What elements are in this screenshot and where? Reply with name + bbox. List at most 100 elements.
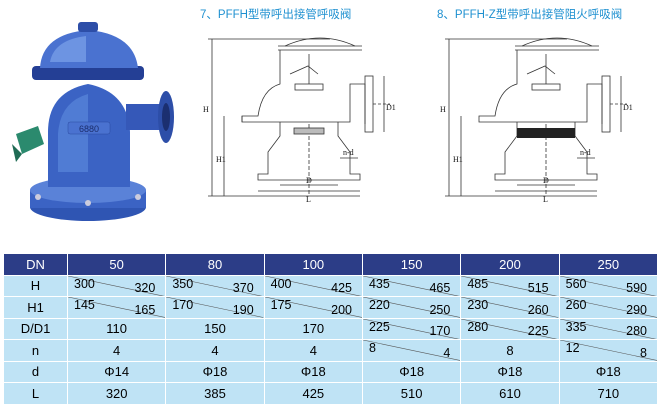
- caption-pffh-z: 8、PFFH-Z型带呼出接管阻火呼吸阀: [437, 9, 623, 21]
- cell-value: 8: [506, 342, 514, 358]
- cell-value-bottom: 190: [232, 302, 254, 317]
- cell-value-bottom: 8: [640, 345, 647, 360]
- cell-value: 150: [204, 321, 226, 337]
- table-cell: 320: [66, 382, 167, 405]
- diagonal-divider: [68, 297, 165, 318]
- diagonal-divider: [560, 340, 657, 361]
- diagonal-divider: [68, 276, 165, 297]
- row-label: D/D1: [3, 317, 68, 340]
- table-cell: Φ18: [165, 360, 265, 383]
- cell-value-top: 260: [565, 298, 587, 312]
- cell-value: Φ18: [202, 364, 228, 380]
- table-cell: Φ18: [460, 360, 560, 383]
- table-row: L 320 385 425 510 610 710: [3, 382, 659, 405]
- cell-value-bottom: 515: [527, 281, 549, 295]
- cell-value-top: 335: [565, 319, 587, 334]
- cell-value-bottom: 320: [134, 281, 156, 295]
- table-cell: 12 8: [558, 339, 659, 362]
- cell-value-bottom: 4: [443, 345, 451, 360]
- table-cell: 175 200: [263, 296, 363, 319]
- cell-value-top: 350: [172, 276, 194, 291]
- cell-value-top: 220: [368, 298, 390, 312]
- split-cell: 175 200: [265, 297, 362, 318]
- header-size: 50: [66, 253, 167, 276]
- table-cell: 425: [263, 382, 363, 405]
- cell-value: Φ18: [399, 364, 425, 380]
- table-cell: 300 320: [66, 274, 167, 297]
- label-h: H: [440, 105, 446, 114]
- table-cell: Φ18: [558, 360, 659, 383]
- cell-value-top: 175: [270, 298, 292, 312]
- cell-value: 320: [105, 385, 128, 401]
- diagonal-divider: [461, 319, 558, 340]
- table-cell: Φ18: [361, 360, 462, 383]
- cell-value: 385: [204, 385, 226, 401]
- table-cell: 170 190: [165, 296, 265, 319]
- table-cell: 170: [263, 317, 363, 340]
- diagonal-divider: [265, 297, 362, 318]
- diagonal-divider: [560, 319, 657, 340]
- cell-value-top: 560: [565, 276, 587, 291]
- table-cell: 385: [165, 382, 265, 405]
- cell-value-bottom: 370: [232, 281, 254, 295]
- drawing-pffh-z: H H1 D1 n-d D L: [440, 37, 633, 204]
- table-cell: 610: [460, 382, 560, 405]
- table-cell: 710: [558, 382, 659, 405]
- label-nd: n-d: [343, 148, 354, 157]
- cell-value-top: 12: [565, 341, 580, 355]
- cell-value-bottom: 200: [331, 302, 352, 317]
- cell-value-bottom: 225: [527, 324, 549, 338]
- cell-value: 4: [113, 342, 121, 358]
- label-d: D: [306, 176, 312, 185]
- cell-value-bottom: 260: [527, 302, 549, 317]
- cell-value-top: 170: [172, 298, 194, 312]
- table-cell: 8: [460, 339, 560, 362]
- row-label: L: [3, 382, 68, 405]
- header-size: 200: [460, 253, 560, 276]
- cell-value: 110: [106, 321, 128, 337]
- table-cell: Φ18: [263, 360, 363, 383]
- label-h1: H1: [453, 155, 463, 164]
- drawing-pffh: H H1 D1 n-d D L: [203, 37, 396, 204]
- cell-value-top: 8: [368, 341, 376, 355]
- diagonal-divider: [265, 276, 362, 297]
- diagonal-divider: [166, 297, 263, 318]
- cell-value: 510: [400, 385, 423, 401]
- table-cell: 150: [165, 317, 265, 340]
- split-cell: 170 190: [166, 297, 263, 318]
- cell-value-top: 300: [74, 276, 95, 291]
- diagonal-divider: [166, 276, 263, 297]
- cell-value: 710: [597, 385, 620, 401]
- label-l: L: [306, 195, 311, 204]
- split-cell: 350 370: [166, 276, 263, 297]
- diagonal-divider: [363, 276, 460, 297]
- cell-value-top: 225: [368, 319, 390, 334]
- diagonal-divider: [560, 297, 657, 318]
- label-nd: n-d: [580, 148, 591, 157]
- cell-value-top: 400: [270, 276, 292, 291]
- diagonal-divider: [363, 319, 460, 340]
- cell-value: 4: [309, 342, 317, 358]
- table-cell: 4: [263, 339, 363, 362]
- header-dn: DN: [3, 253, 68, 276]
- valve-photo: 6880: [12, 22, 174, 221]
- label-d: D: [543, 176, 549, 185]
- cell-value-bottom: 465: [429, 281, 451, 295]
